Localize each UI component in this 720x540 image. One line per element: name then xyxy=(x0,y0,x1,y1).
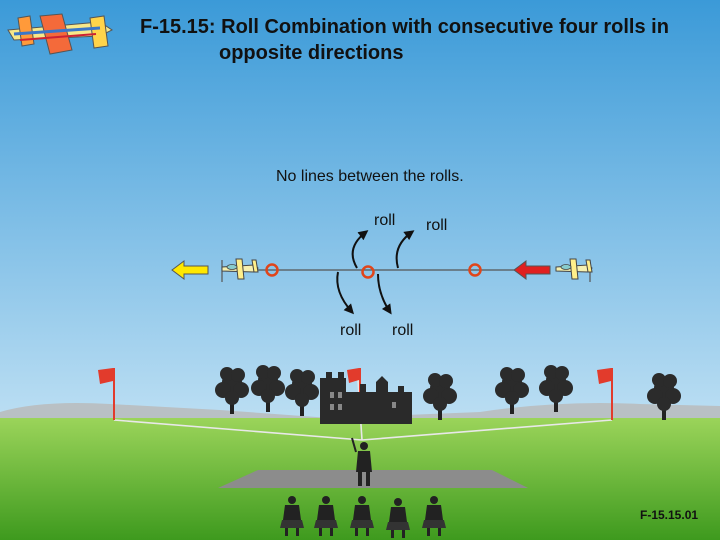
roll-label: roll xyxy=(340,322,362,339)
note-text: No lines between the rolls. xyxy=(276,168,464,185)
roll-down-arrow xyxy=(377,273,392,315)
flag-icon xyxy=(597,368,613,420)
exit-arrow-icon xyxy=(171,260,209,280)
sight-line xyxy=(113,419,363,441)
roll-label: roll xyxy=(392,322,414,339)
sight-line xyxy=(361,419,613,441)
runway xyxy=(218,470,528,488)
castle-icon xyxy=(320,372,412,424)
title-line-1: F-15.15: Roll Combination with consecuti… xyxy=(140,16,669,38)
title-line-2: opposite directions xyxy=(219,42,404,64)
flag-icon xyxy=(98,368,115,420)
roll-marker xyxy=(361,265,375,279)
roll-marker xyxy=(265,263,279,277)
pilot-icon xyxy=(351,437,372,486)
figure-code: F-15.15.01 xyxy=(640,508,699,522)
figure-title: F-15.15: Roll Combination with consecuti… xyxy=(140,14,700,66)
roll-label: roll xyxy=(374,212,396,229)
entry-arrow-icon xyxy=(513,260,551,280)
roll-label: roll xyxy=(426,217,448,234)
roll-up-arrow xyxy=(351,230,369,269)
roll-up-arrow xyxy=(395,230,415,269)
roll-down-arrow xyxy=(336,271,355,315)
roll-marker xyxy=(468,263,482,277)
aerobatic-plane-logo xyxy=(7,13,113,55)
